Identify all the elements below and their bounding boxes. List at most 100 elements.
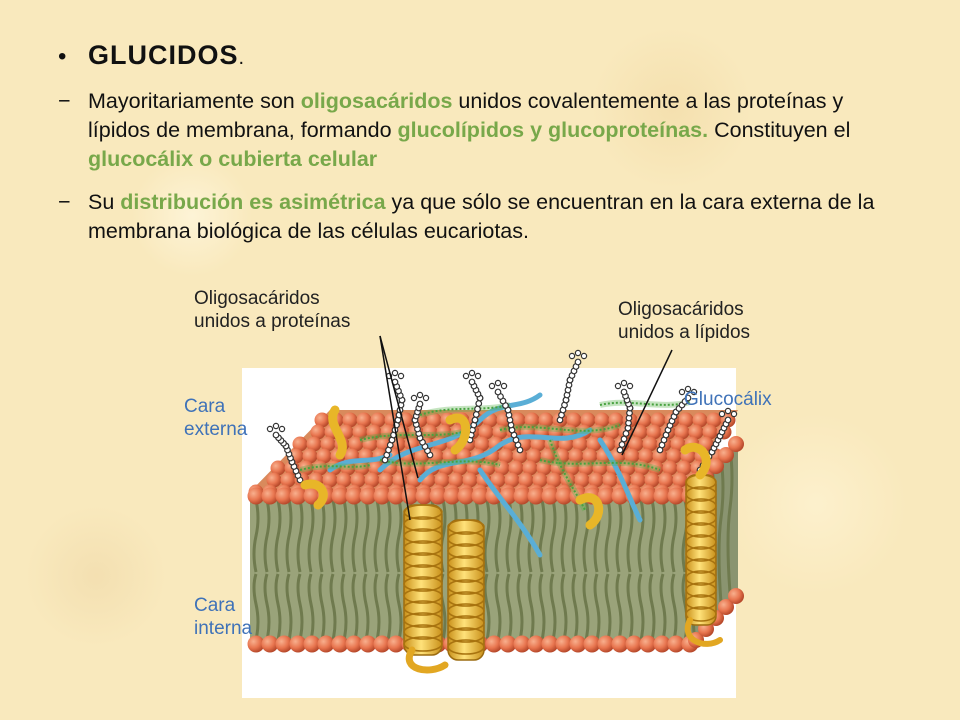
sugar-bead — [678, 388, 686, 396]
lipid-head — [572, 436, 588, 452]
lipid-head — [527, 635, 545, 653]
lipid-tail — [296, 573, 304, 641]
lipid-head — [566, 412, 582, 428]
lipid-tail — [717, 457, 725, 604]
sugar-bead — [272, 422, 280, 430]
lipid-tail — [329, 573, 337, 641]
sugar-bead — [616, 446, 624, 454]
lipid-head — [331, 635, 349, 653]
lipid-head — [415, 487, 433, 505]
lipid-head — [350, 472, 366, 488]
protein-coil-turn — [447, 555, 485, 571]
lipid-tail — [615, 499, 623, 573]
lipid-head — [530, 436, 546, 452]
lipid-head — [592, 460, 608, 476]
sugar-bead — [397, 372, 405, 380]
lipid-tail — [549, 499, 557, 573]
lipid-tail — [483, 573, 491, 641]
slide-title: GLUCIDOS — [88, 40, 239, 70]
lipid-tail — [670, 573, 678, 641]
sugar-bead — [618, 441, 626, 448]
label-glycocalyx: Glucocálix — [684, 389, 772, 410]
transmembrane-protein-right — [684, 474, 723, 647]
lipid-head — [247, 487, 265, 505]
lipid-head — [494, 460, 510, 476]
lipid-tail — [318, 573, 326, 641]
transmembrane-protein-center — [447, 519, 485, 661]
sugar-bead — [416, 400, 424, 408]
lipid-head — [653, 635, 671, 653]
lipid-head — [348, 436, 364, 452]
highlight-distribucion: distribución es asimétrica — [120, 190, 386, 214]
lipid-tail — [483, 499, 491, 573]
lipid-head — [522, 460, 538, 476]
lipid-tail — [604, 499, 612, 573]
lipid-head — [560, 472, 576, 488]
label-outer-face: Cara externa — [184, 395, 247, 441]
lipid-head — [611, 635, 629, 653]
lipid-tail — [340, 573, 348, 641]
lipid-tail — [593, 573, 601, 641]
green-frond — [299, 464, 371, 471]
lipid-head — [540, 448, 556, 464]
lipid-head — [322, 472, 338, 488]
sugar-bead — [416, 391, 424, 399]
sugar-bead — [475, 400, 483, 407]
green-frond-halo — [547, 439, 588, 512]
lipid-head — [653, 487, 671, 505]
lipid-head — [266, 472, 282, 488]
pointer-line-proteins-1 — [379, 335, 419, 479]
lipid-head — [298, 460, 314, 476]
lipid-tail — [648, 573, 656, 641]
title-period: . — [238, 47, 245, 69]
sugar-bead — [620, 388, 628, 396]
protein-coil-turn — [447, 639, 485, 655]
sugar-bead — [684, 385, 692, 393]
highlight-glucocalix: glucocálix o cubierta celular — [88, 147, 378, 171]
green-frond — [419, 404, 511, 416]
lipid-head — [702, 424, 718, 440]
lipid-head — [611, 487, 629, 505]
sugar-bead — [626, 382, 634, 390]
lipid-tail — [274, 573, 282, 641]
lipid-tail — [726, 447, 734, 594]
lipid-head — [632, 424, 648, 440]
lipid-head — [662, 460, 678, 476]
green-frond-halo — [419, 402, 511, 418]
protein-coil-turn — [447, 579, 485, 595]
sugar-bead — [620, 379, 628, 387]
lipid-head — [642, 436, 658, 452]
sugar-bead — [391, 369, 399, 377]
protein-coil-turn — [685, 522, 717, 538]
lipid-head — [312, 460, 328, 476]
lipid-head — [366, 424, 382, 440]
lipid-head — [485, 635, 503, 653]
lipid-head — [580, 412, 596, 428]
protein-coil-turn — [447, 627, 485, 643]
protein-coil-turn — [447, 603, 485, 619]
protein-coil-turn — [403, 540, 443, 556]
green-frond-halo — [599, 399, 691, 408]
lipid-head — [582, 448, 598, 464]
lipid-tail — [571, 499, 579, 573]
lipid-head — [275, 635, 293, 653]
lipid-head — [508, 460, 524, 476]
sugar-bead — [620, 435, 628, 443]
lipid-head — [718, 599, 734, 615]
lipid-head — [706, 412, 722, 428]
lipid-head — [378, 472, 394, 488]
label-line: Oligosacáridos — [618, 299, 744, 320]
sugar-bead — [266, 425, 274, 433]
lipid-head — [578, 460, 594, 476]
lipid-head — [650, 412, 666, 428]
sugar-bead — [580, 352, 588, 360]
sugar-bead — [474, 405, 481, 413]
lipid-head — [302, 448, 318, 464]
lipid-head — [630, 472, 646, 488]
lipid-tail — [516, 573, 524, 641]
sugar-bead — [500, 382, 508, 390]
sugar-bead — [574, 349, 582, 357]
lipid-head — [436, 424, 452, 440]
lipid-tail — [637, 573, 645, 641]
